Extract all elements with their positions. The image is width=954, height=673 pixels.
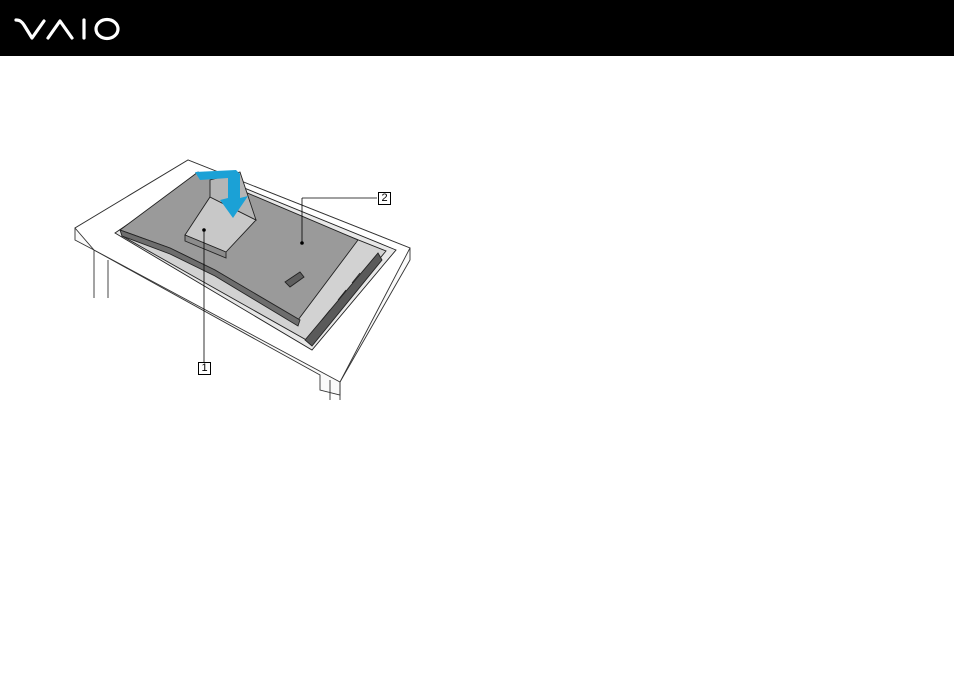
product-illustration bbox=[60, 150, 420, 400]
vaio-logo bbox=[14, 16, 122, 42]
callout-1: 1 bbox=[198, 362, 211, 375]
callout-2: 2 bbox=[378, 192, 391, 205]
page-header bbox=[0, 0, 954, 56]
